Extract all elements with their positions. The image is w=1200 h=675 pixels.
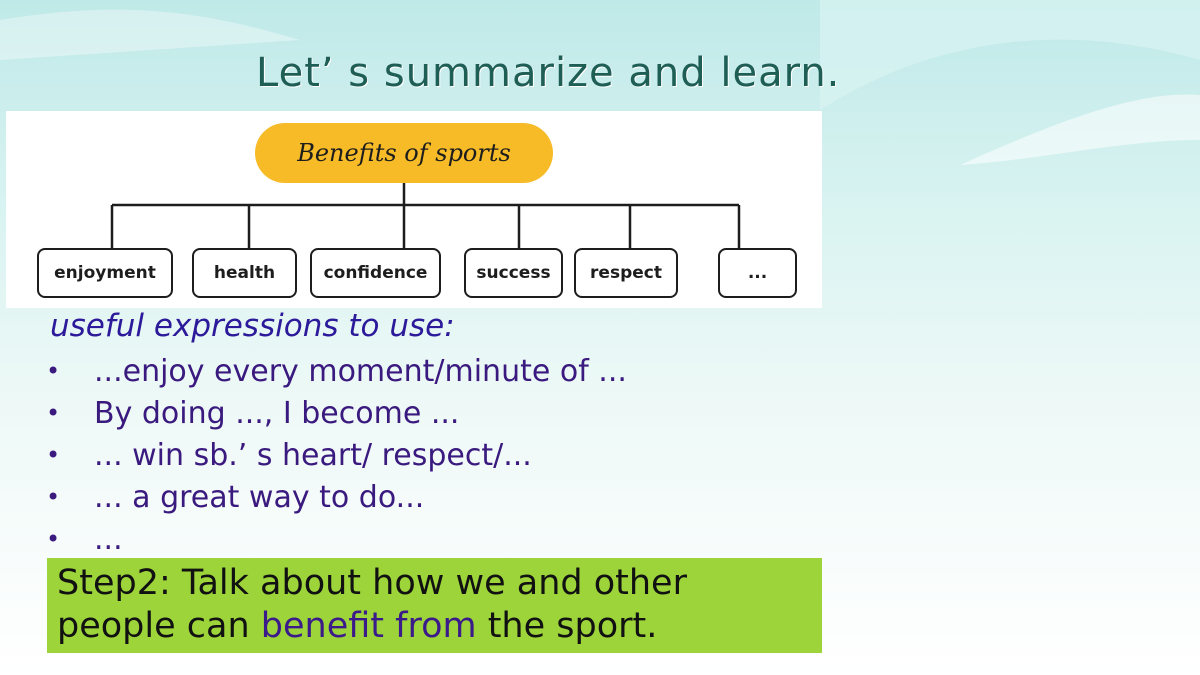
expression-text: ...enjoy every moment/minute of ... [94,353,627,389]
leaf-success: success [464,248,563,298]
step2-box: Step2: Talk about how we and other peopl… [47,558,822,653]
slide-title: Let’ s summarize and learn. [256,50,841,96]
list-item: • ...enjoy every moment/minute of ... [46,350,627,392]
diagram-connectors [110,183,741,248]
expression-text: ... win sb.’ s heart/ respect/... [94,437,532,473]
step2-text-after: the sport. [476,606,658,646]
bullet-icon: • [46,357,61,385]
expression-text: ... a great way to do... [94,479,425,515]
bullet-icon: • [46,441,61,469]
list-item: • ... win sb.’ s heart/ respect/... [46,434,627,476]
bullet-icon: • [46,483,61,511]
benefits-diagram: Benefits of sports enjoyment health conf… [6,111,822,308]
bullet-icon: • [46,525,61,553]
list-item: • By doing ..., I become ... [46,392,627,434]
step2-highlight: benefit from [260,606,477,646]
step2-text-before: people can [57,606,261,646]
useful-expressions-heading: useful expressions to use: [50,308,455,344]
bullet-icon: • [46,399,61,427]
expressions-list: • ...enjoy every moment/minute of ... • By… [46,350,627,560]
root-node-benefits: Benefits of sports [255,123,553,183]
leaf-health: health [192,248,297,298]
expression-text: ... [94,521,123,557]
leaf-respect: respect [574,248,678,298]
leaf-ellipsis: ... [718,248,797,298]
leaf-confidence: confidence [310,248,441,298]
expression-text: By doing ..., I become ... [94,395,460,431]
list-item: •... [46,518,627,560]
step2-line-1: Step2: Talk about how we and other [57,563,687,603]
list-item: • ... a great way to do... [46,476,627,518]
step2-line-2: people can benefit from the sport. [57,605,812,648]
leaf-enjoyment: enjoyment [37,248,173,298]
